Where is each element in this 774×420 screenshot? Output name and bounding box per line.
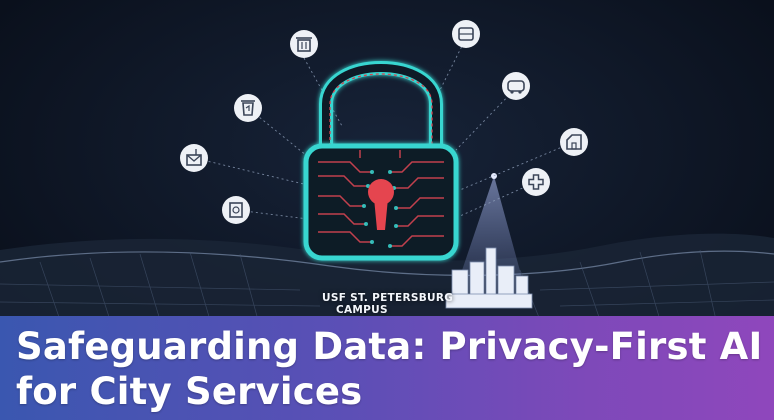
service-connectors	[193, 37, 575, 221]
building-icon	[560, 128, 588, 156]
padlock-circuit-icon	[303, 61, 459, 261]
title-banner: Safeguarding Data: Privacy-First AI for …	[0, 316, 774, 420]
mailbox-icon	[180, 144, 208, 172]
map-label-line2: CAMPUS	[336, 304, 388, 316]
public-transit-icon	[502, 72, 530, 100]
campus-buildings	[445, 247, 533, 309]
map-location-label: USF ST. PETERSBURG CAMPUS	[322, 292, 453, 316]
medical-cross-icon	[522, 168, 550, 196]
title-line1: Safeguarding Data: Privacy-First AI	[16, 325, 763, 368]
page-title: Safeguarding Data: Privacy-First AI for …	[16, 324, 774, 414]
keyhole	[368, 179, 394, 230]
title-line2: for City Services	[16, 370, 363, 413]
recycle-bin-icon	[234, 94, 262, 122]
document-icon	[222, 196, 250, 224]
bus-icon	[452, 20, 480, 48]
trash-bin-icon	[290, 30, 318, 58]
map-label-line1: USF ST. PETERSBURG	[322, 292, 454, 304]
city-map	[0, 233, 774, 321]
